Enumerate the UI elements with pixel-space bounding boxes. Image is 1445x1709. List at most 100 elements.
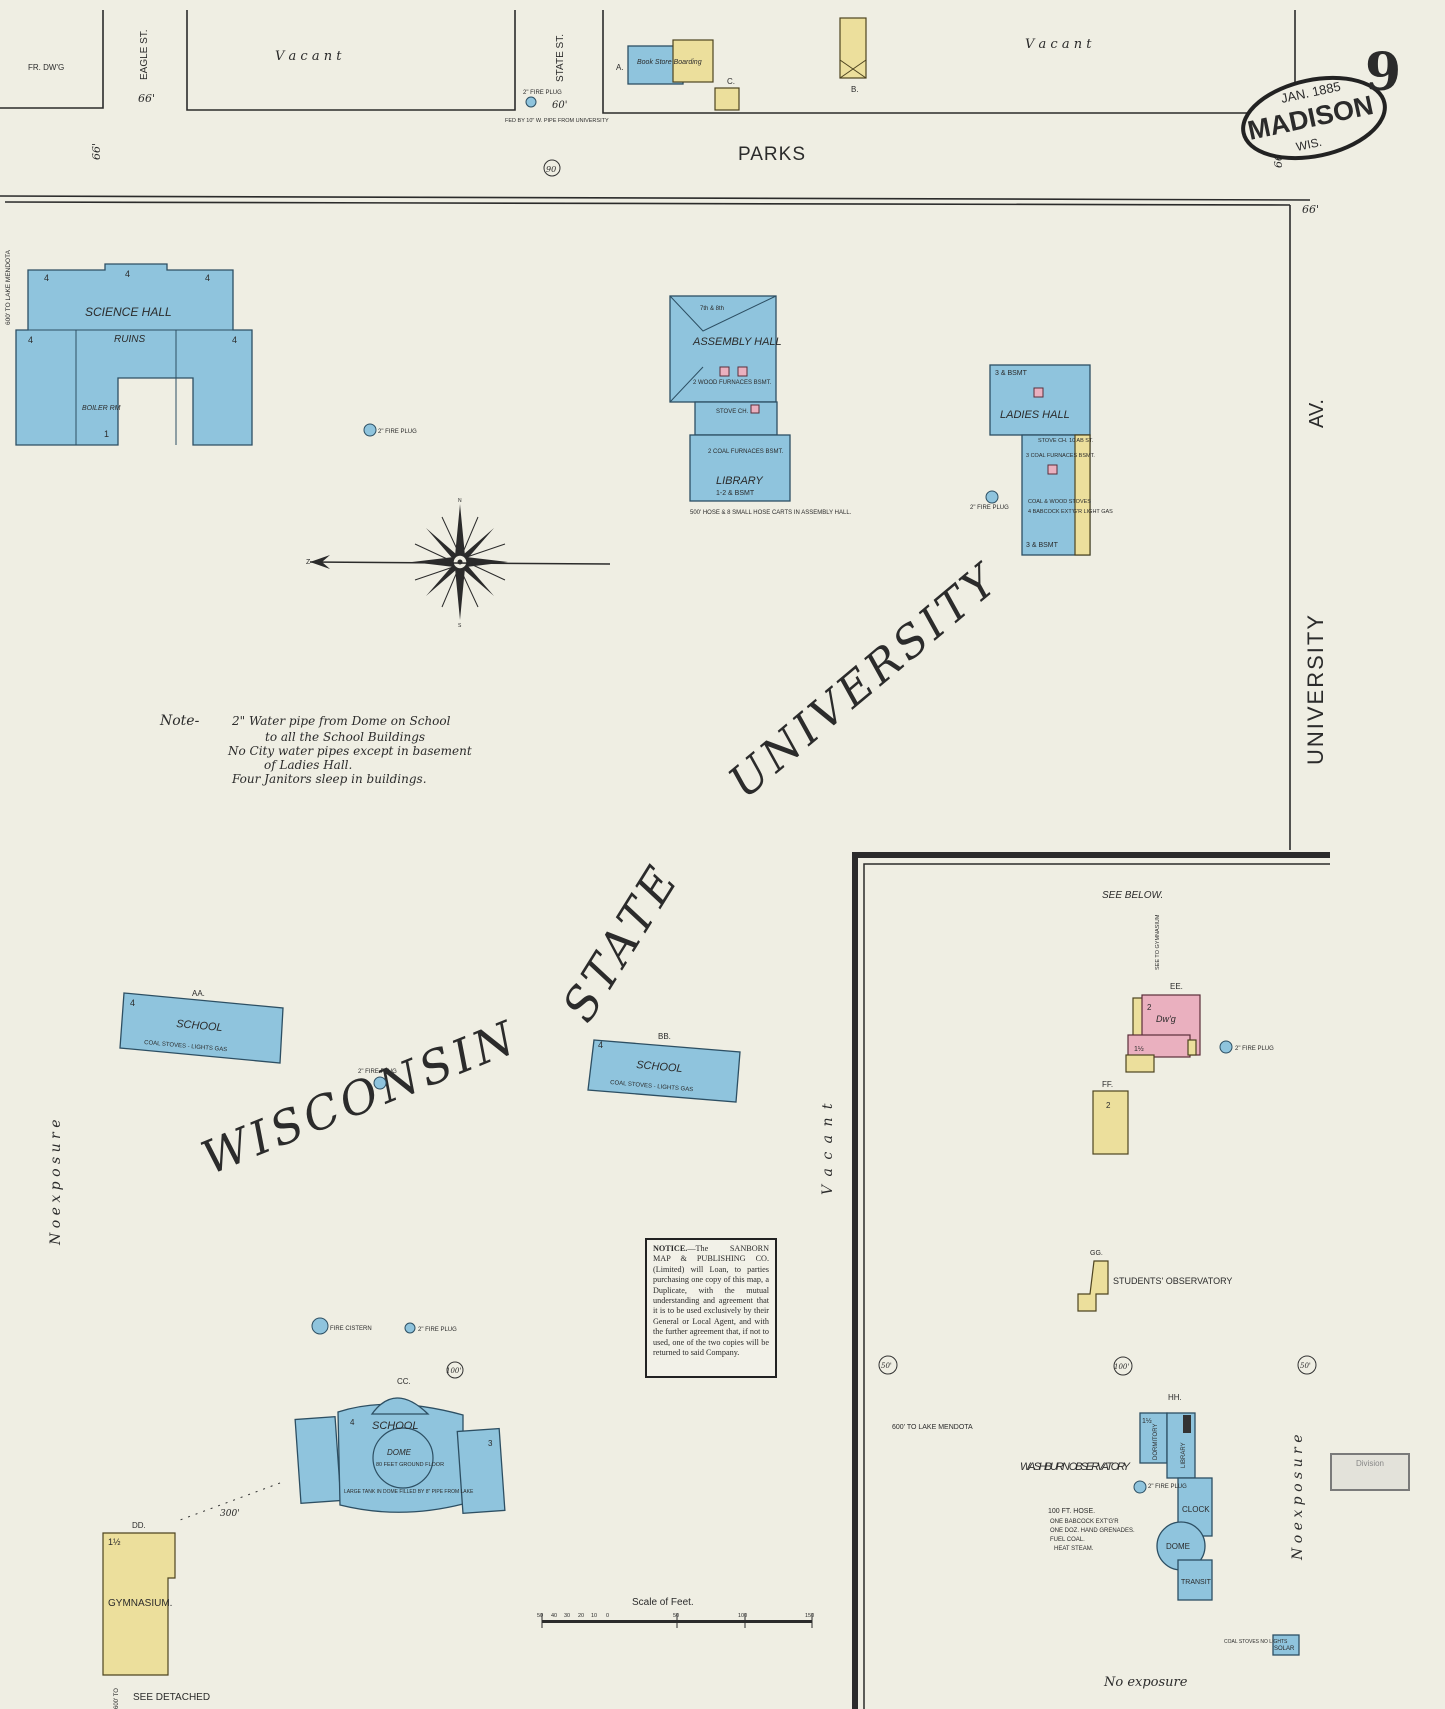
vacant-mid: V a c a n t <box>820 1101 836 1195</box>
no-exposure-right: N o e x p o s u r e <box>1290 1435 1306 1561</box>
no-exposure-left: N o e x p o s u r e <box>48 1120 64 1246</box>
scale-tick-100: 100 <box>738 1613 747 1619</box>
dist-100-circle <box>446 1361 464 1379</box>
school-bb-story: 4 <box>598 1040 603 1050</box>
lake-mendota-note: 600' TO LAKE MENDOTA <box>892 1424 973 1431</box>
university-av-label: UNIVERSITY <box>1303 613 1328 765</box>
school-aa-story: 4 <box>130 998 135 1008</box>
hh-dormitory: DORMITORY <box>1153 1424 1159 1460</box>
dist-50a-circle <box>878 1355 898 1375</box>
school-cc-tank: LARGE TANK IN DOME FILLED BY 8" PIPE FRO… <box>344 1489 474 1495</box>
school-bb-name: SCHOOL <box>636 1059 683 1075</box>
scale-title: Scale of Feet. <box>632 1597 694 1608</box>
compass-s: S <box>458 623 462 629</box>
ee-s1h: 1½ <box>1134 1045 1144 1053</box>
gymnasium <box>102 1532 176 1676</box>
ladies-bsmt2: 3 & BSMT <box>1026 542 1059 549</box>
ladies-hall <box>989 364 1091 556</box>
ladies-bsmt: 3 & BSMT <box>995 370 1028 377</box>
scale-tick-50l: 50 <box>537 1613 543 1619</box>
vacant-top-left: V a c a n t <box>275 49 342 64</box>
note-title: Note- <box>159 713 200 729</box>
note-line-3: No City water pipes except in basement <box>227 744 472 758</box>
hh-library: LIBRARY <box>1181 1442 1187 1468</box>
street-width-60-state: 60' <box>552 100 567 111</box>
number-circle <box>543 159 561 177</box>
science-hall-sub: RUINS <box>114 334 145 345</box>
school-cc-dome: DOME <box>387 1448 412 1457</box>
solar-name: SOLAR <box>1274 1646 1295 1652</box>
scale-bar <box>541 1613 813 1628</box>
ftto-note: 600' TO <box>114 1688 120 1709</box>
science-hall-boiler: BOILER RM <box>82 405 121 412</box>
bookstore-building <box>627 39 740 111</box>
hh-s15: 1½ <box>1142 1417 1152 1425</box>
street-width-66-parks-left: 66' <box>90 143 103 160</box>
ee-side: SEE TO GYMNASIUM <box>1155 914 1161 970</box>
street-width-66-eagle: 66' <box>138 92 155 105</box>
top-block-lines <box>0 10 1311 850</box>
building-ff <box>1092 1090 1129 1155</box>
gymnasium-name: GYMNASIUM. <box>108 1598 172 1609</box>
fire-plug-2 <box>985 490 999 504</box>
solar-building <box>1272 1634 1300 1656</box>
washburn-heat: HEAT STEAM. <box>1054 1546 1094 1552</box>
bookstore-label: Book Store Boarding <box>637 59 702 66</box>
number-circle-label: 90 <box>546 165 556 174</box>
hh-transit: TRANSIT <box>1181 1579 1212 1586</box>
fire-plug-top <box>525 96 537 108</box>
fire-cistern-label: FIRE CISTERN <box>330 1326 372 1332</box>
vacant-top-right: V a c a n t <box>1025 37 1092 52</box>
scale-tick-10: 10 <box>591 1613 597 1619</box>
plug-note-top: FED BY 10" W. PIPE FROM UNIVERSITY <box>505 118 609 124</box>
ladies-furnaces: 3 COAL FURNACES BSMT. <box>1026 453 1095 459</box>
washburn-fuel: FUEL COAL. <box>1050 1537 1085 1543</box>
school-bb <box>587 1039 741 1103</box>
washburn-babcock: ONE BABCOCK EXT'G'R <box>1050 1519 1119 1525</box>
fire-plug-2-label: 2" FIRE PLUG <box>970 505 1009 511</box>
parks-street-label: PARKS <box>738 144 806 165</box>
dist-100b: 100' <box>1114 1363 1129 1371</box>
sheet-number: 9 <box>1365 42 1401 103</box>
ff-tag: FF. <box>1102 1080 1113 1089</box>
dist-50b: 50' <box>1300 1362 1311 1370</box>
ee-tag: EE. <box>1170 982 1183 991</box>
state-st-label: STATE ST. <box>555 34 566 82</box>
fire-plug-3-label: 2" FIRE PLUG <box>358 1069 397 1075</box>
school-bb-tag: BB. <box>658 1032 671 1041</box>
scale-tick-0: 0 <box>606 1613 609 1619</box>
scale-tick-150: 150 <box>805 1613 814 1619</box>
gg-name: STUDENTS' OBSERVATORY <box>1113 1276 1232 1286</box>
ladies-name: LADIES HALL <box>1000 409 1070 421</box>
gg-tag: GG. <box>1090 1250 1103 1257</box>
assembly-furnaces: 2 WOOD FURNACES BSMT. <box>693 380 772 386</box>
gymnasium-story: 1½ <box>108 1537 121 1547</box>
see-detached: SEE DETACHED <box>133 1692 210 1703</box>
fire-plug-5-label: 2" FIRE PLUG <box>1235 1046 1274 1052</box>
date-seal <box>1241 75 1387 161</box>
fire-plug-3 <box>373 1076 387 1090</box>
building-b <box>839 17 867 79</box>
library-bsmt: 1-2 & BSMT <box>716 490 755 497</box>
ee-name: Dw'g <box>1156 1014 1176 1024</box>
eagle-st-label: EAGLE ST. <box>139 29 150 80</box>
scale-tick-30: 30 <box>564 1613 570 1619</box>
science-hall <box>15 263 253 446</box>
ladies-stove: STOVE CH. 10 AB ST. <box>1038 438 1094 444</box>
notice-text: —The SANBORN MAP & PUBLISHING CO. (Limit… <box>653 1244 769 1358</box>
school-cc-s4: 4 <box>350 1418 355 1427</box>
fr-dwg-label: FR. DW'G <box>28 63 64 72</box>
dotted-line-300 <box>179 1482 281 1521</box>
school-aa <box>119 992 284 1064</box>
school-cc <box>294 1397 506 1514</box>
label-a: A. <box>616 63 624 72</box>
library-name: LIBRARY <box>716 475 763 487</box>
left-lake-note: 600' TO LAKE MENDOTA <box>5 249 12 325</box>
washburn-name-1: WASHBURN OBSERVATORY <box>1020 1461 1131 1473</box>
school-cc-name: SCHOOL <box>372 1420 418 1432</box>
assembly-top: 7th & 8th <box>700 306 724 312</box>
observatory-block-boundary <box>852 852 1330 1709</box>
assembly-hall <box>669 295 791 502</box>
label-c: C. <box>727 77 735 86</box>
note-line-5: Four Janitors sleep in buildings. <box>231 772 427 786</box>
